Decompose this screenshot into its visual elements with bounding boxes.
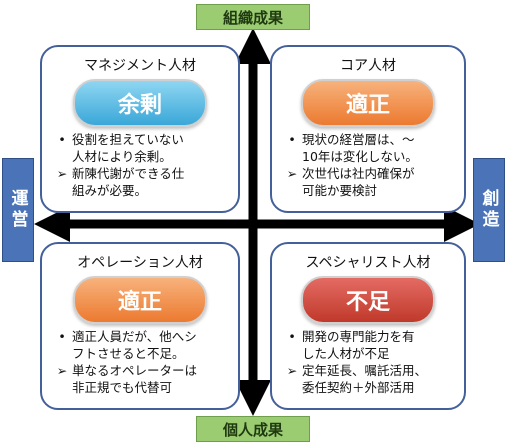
arrow-bullet-marker: ➢ xyxy=(56,166,68,181)
bullet-marker: • xyxy=(58,132,66,147)
bullet-marker: • xyxy=(58,329,66,344)
quadrant-management: マネジメント人材 余剰 • 役割を担えていない 人材により余剰。 ➢ 新陳代謝が… xyxy=(40,45,240,213)
status-tag: 余剰 xyxy=(73,79,207,127)
status-tag: 適正 xyxy=(73,276,207,324)
quadrant-operation: オペレーション人材 適正 • 適正人員だが、他へシ フトさせると不足。 ➢ 単な… xyxy=(40,242,240,410)
bullet-item: • 適正人員だが、他へシ フトさせると不足。 xyxy=(52,328,230,362)
bullet-line: 単なるオペレーターは xyxy=(72,363,198,378)
bullet-line: 委任契約＋外部活用 xyxy=(302,380,415,395)
bullet-item: ➢ 新陳代謝ができる仕 組みが必要。 xyxy=(52,165,230,199)
bullet-list: • 開発の専門能力を有 した人材が不足 ➢ 定年延長、嘱託活用、 委任契約＋外部… xyxy=(282,328,456,396)
bottom-axis-label: 個人成果 xyxy=(196,416,310,442)
quadrant-title: オペレーション人材 xyxy=(77,255,203,271)
bullet-item: ➢ 定年延長、嘱託活用、 委任契約＋外部活用 xyxy=(282,362,456,396)
quadrant-title: コア人材 xyxy=(340,58,396,74)
quadrant-title: スペシャリスト人材 xyxy=(305,255,431,271)
bullet-line: 定年延長、嘱託活用、 xyxy=(302,363,428,378)
bullet-line: 役割を担えていない xyxy=(72,132,184,147)
bullet-marker: • xyxy=(288,329,296,344)
bullet-list: • 役割を担えていない 人材により余剰。 ➢ 新陳代謝ができる仕 組みが必要。 xyxy=(52,131,230,199)
quadrant-specialist: スペシャリスト人材 不足 • 開発の専門能力を有 した人材が不足 ➢ 定年延長、… xyxy=(270,242,466,410)
bullet-item: • 役割を担えていない 人材により余剰。 xyxy=(52,131,230,165)
bullet-line: 10年は変化しない。 xyxy=(302,149,418,164)
bullet-list: • 現状の経営層は、～ 10年は変化しない。 ➢ 次世代は社内確保が 可能か要検… xyxy=(282,131,456,199)
top-axis-label: 組織成果 xyxy=(196,4,310,30)
bullet-item: ➢ 次世代は社内確保が 可能か要検討 xyxy=(282,165,456,199)
bullet-line: フトさせると不足。 xyxy=(72,346,185,361)
bullet-item: • 現状の経営層は、～ 10年は変化しない。 xyxy=(282,131,456,165)
bullet-line: 次世代は社内確保が xyxy=(302,166,415,181)
bullet-line: 組みが必要。 xyxy=(72,183,148,198)
bullet-list: • 適正人員だが、他へシ フトさせると不足。 ➢ 単なるオペレーターは 非正規で… xyxy=(52,328,230,396)
arrow-bullet-marker: ➢ xyxy=(286,166,298,181)
bullet-line: した人材が不足 xyxy=(302,346,390,361)
bullet-line: 現状の経営層は、～ xyxy=(302,132,415,147)
quadrant-title: マネジメント人材 xyxy=(84,58,196,74)
arrow-bullet-marker: ➢ xyxy=(56,363,68,378)
bullet-line: 開発の専門能力を有 xyxy=(302,329,415,344)
bullet-item: • 開発の専門能力を有 した人材が不足 xyxy=(282,328,456,362)
bullet-line: 可能か要検討 xyxy=(302,183,378,198)
right-side-label: 創造 xyxy=(473,158,505,262)
bullet-item: ➢ 単なるオペレーターは 非正規でも代替可 xyxy=(52,362,230,396)
status-tag: 適正 xyxy=(301,79,435,127)
left-side-label: 運営 xyxy=(2,158,34,262)
status-tag: 不足 xyxy=(301,276,435,324)
quadrant-core: コア人材 適正 • 現状の経営層は、～ 10年は変化しない。 ➢ 次世代は社内確… xyxy=(270,45,466,213)
bullet-line: 新陳代謝ができる仕 xyxy=(72,166,185,181)
bullet-line: 人材により余剰。 xyxy=(72,149,172,164)
bullet-line: 非正規でも代替可 xyxy=(72,380,173,395)
arrow-bullet-marker: ➢ xyxy=(286,363,298,378)
bullet-line: 適正人員だが、他へシ xyxy=(72,329,197,344)
bullet-marker: • xyxy=(288,132,296,147)
